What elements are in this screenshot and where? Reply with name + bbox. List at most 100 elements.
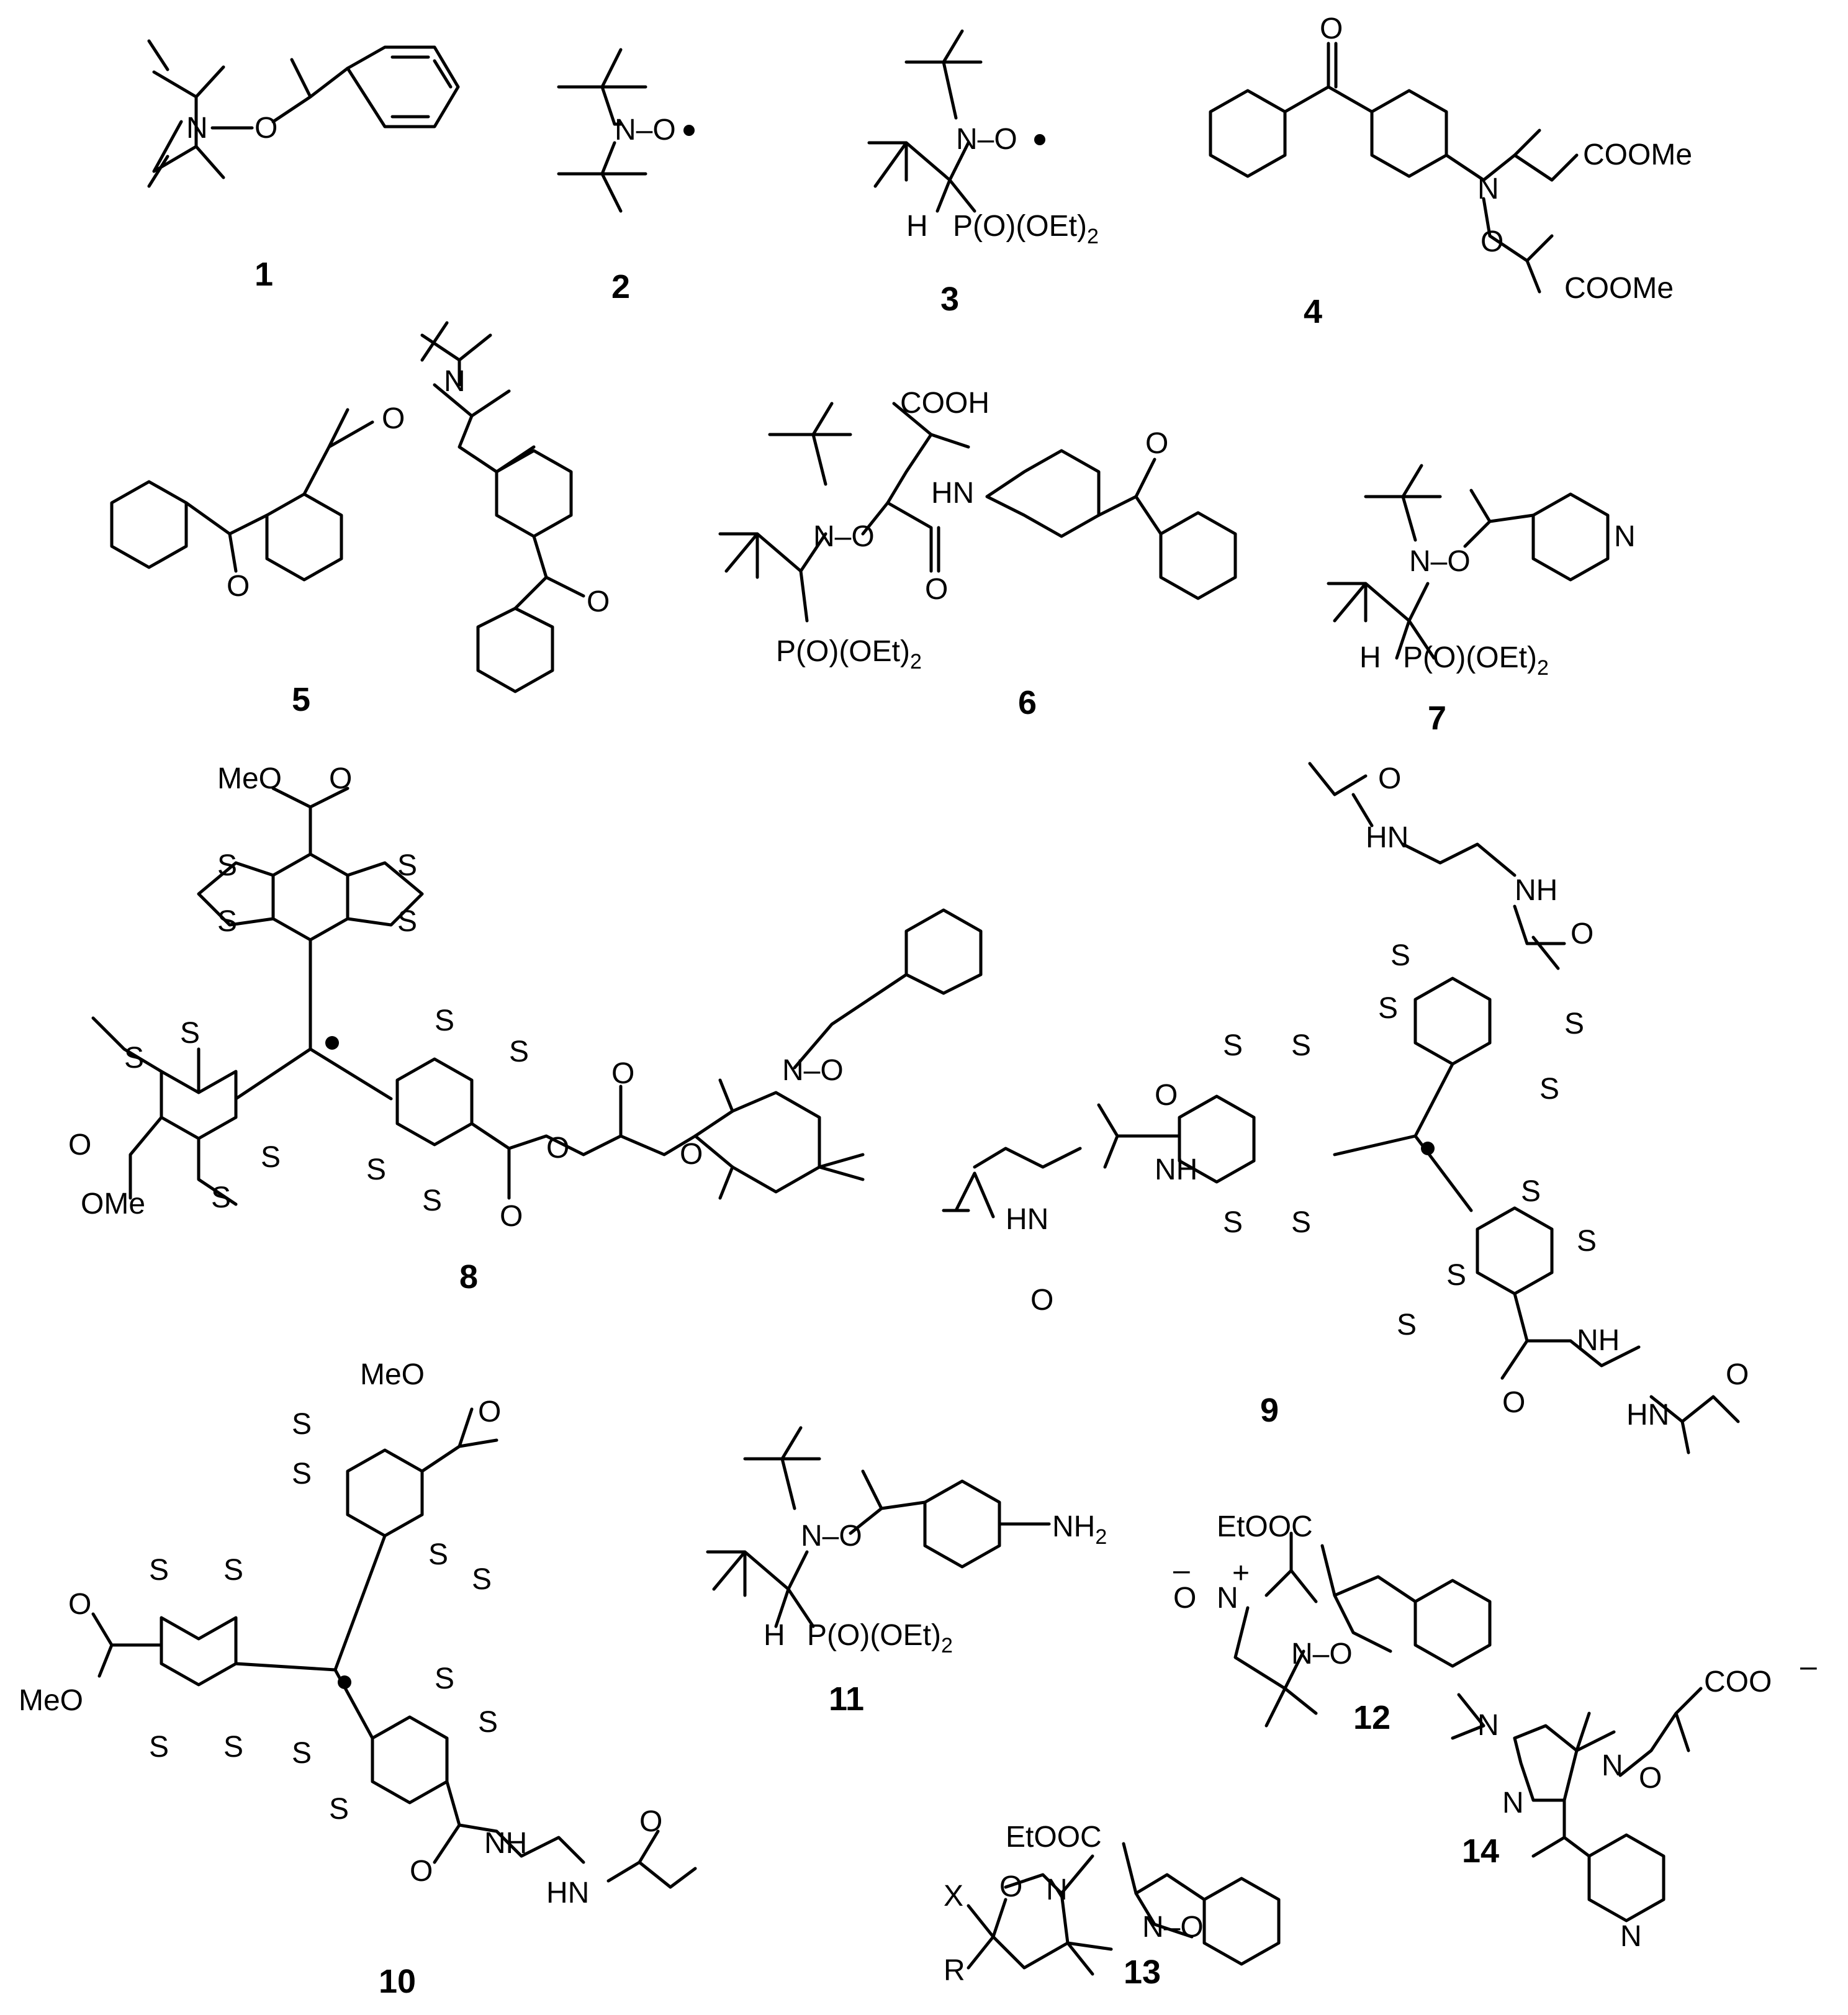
carbonyl-oxygen-label: O [611, 1057, 634, 1090]
sulfur-label: S [1223, 1029, 1243, 1062]
oxygen-label: O [255, 112, 277, 145]
oxygen-label: O [1481, 225, 1503, 258]
carbonyl-oxygen-label: O [1571, 917, 1593, 950]
compound-number: 10 [379, 1963, 416, 2000]
ring-nitrogen-label: N [1602, 1749, 1623, 1782]
compound-number: 8 [459, 1258, 478, 1296]
nitroxide-label: N–O [956, 123, 1017, 156]
alkoxyamine-label: N–O [801, 1520, 862, 1553]
ring-oxygen-label: O [999, 1870, 1022, 1903]
radical-dot-icon [1034, 134, 1045, 145]
carbonyl-oxygen-label: O [478, 1395, 501, 1428]
sulfur-label: S [366, 1153, 386, 1186]
amide-nh-label: HN [1626, 1399, 1669, 1431]
phosphonate-label: P(O)(OEt)2 [807, 1619, 953, 1657]
sulfur-label: S [1564, 1008, 1584, 1040]
sulfur-label: S [1378, 992, 1398, 1025]
carboxylate-label: COO [1704, 1666, 1772, 1698]
amide-nh-label: NH [484, 1827, 527, 1860]
negative-charge-label: – [1800, 1650, 1817, 1683]
carboxylic-acid-label: COOH [900, 387, 989, 420]
sulfur-label: S [1291, 1029, 1311, 1062]
carbonyl-oxygen-label: O [639, 1805, 662, 1838]
compound-number: 11 [829, 1680, 864, 1718]
radical-dot-icon [1421, 1142, 1435, 1155]
methyl-ester-label: MeO [360, 1358, 425, 1391]
compound-number: 3 [940, 281, 959, 318]
compound-number: 9 [1260, 1392, 1279, 1429]
hydrogen-label: H [1359, 641, 1381, 674]
amide-nh-label: HN [1366, 821, 1409, 854]
amide-oxygen-label: O [925, 573, 948, 606]
substituent-r-label: R [944, 1954, 965, 1987]
compound-5: O N O O 5 [110, 321, 610, 718]
negative-charge-label: – [1173, 1554, 1190, 1587]
methyl-ester-label: MeO [217, 762, 282, 795]
carbonyl-oxygen-label: O [1726, 1358, 1749, 1391]
sulfur-label: S [428, 1538, 448, 1571]
compound-11: N–O NH2 H P(O)(OEt)2 11 [706, 1426, 1107, 1718]
carbonyl-oxygen-label: O [68, 1129, 91, 1161]
compound-12: EtOOC N + O – N–O 12 [1173, 1510, 1492, 1736]
pyridine-nitrogen-label: N [1620, 1920, 1642, 1953]
compound-9: O HN NH O O NH HN O NH O HN O S S S S S … [942, 762, 1749, 1454]
carbonyl-oxygen-label: O [1378, 762, 1401, 795]
nitroxide-label: N–O [1409, 545, 1471, 578]
sulfur-label: S [1577, 1225, 1597, 1258]
sulfur-label: S [1539, 1073, 1559, 1106]
carbonyl-oxygen-label: O [1030, 1284, 1053, 1317]
sulfur-label: S [149, 1554, 169, 1587]
substituent-x-label: X [944, 1880, 963, 1913]
radical-dot-icon [325, 1036, 339, 1050]
pyridine-nitrogen-label: N [1614, 520, 1636, 553]
ester-label: COOMe [1583, 138, 1692, 171]
keto-oxygen-label: O [227, 570, 250, 603]
sulfur-label: S [1291, 1206, 1311, 1239]
compound-number: 5 [292, 681, 310, 718]
carbonyl-oxygen-label: O [68, 1588, 91, 1621]
compound-2: N–O 2 [557, 48, 695, 305]
sulfur-label: S [211, 1181, 231, 1214]
sulfur-label: S [435, 1004, 454, 1037]
sulfur-label: S [422, 1184, 442, 1217]
sulfur-label: S [261, 1141, 281, 1174]
compound-14: COO – N N N O N 14 [1451, 1650, 1817, 1953]
sulfur-label: S [478, 1706, 498, 1739]
sulfur-label: S [217, 905, 237, 938]
sulfur-label: S [149, 1731, 169, 1764]
radical-dot-icon [683, 125, 695, 136]
compound-number: 12 [1353, 1699, 1391, 1736]
alkoxyamine-label: N–O [1142, 1911, 1204, 1944]
sulfur-label: S [124, 1042, 144, 1075]
oxide-oxygen-label: O [1173, 1582, 1196, 1615]
nitrogen-label: N [444, 365, 466, 398]
compound-number: 1 [255, 256, 273, 293]
nitroxide-label: N–O [813, 520, 875, 553]
compound-number: 13 [1124, 1954, 1161, 1991]
alkoxyamine-label: N–O [1291, 1638, 1353, 1670]
phosphonate-label: P(O)(OEt)2 [953, 210, 1099, 248]
methyl-ester-label: OMe [81, 1188, 145, 1220]
sulfur-label: S [223, 1554, 243, 1587]
sulfur-label: S [217, 849, 237, 882]
dimethylamino-nitrogen-label: N [1477, 1709, 1499, 1742]
carbonyl-oxygen-label: O [1155, 1079, 1178, 1112]
sulfur-label: S [292, 1737, 312, 1770]
oxygen-label: O [382, 402, 405, 435]
sulfur-label: S [1397, 1309, 1417, 1341]
carbonyl-oxygen-label: O [410, 1855, 433, 1888]
phosphonate-label: P(O)(OEt)2 [776, 635, 922, 674]
compound-number: 14 [1462, 1832, 1499, 1870]
sulfur-label: S [435, 1662, 454, 1695]
sulfur-label: S [509, 1035, 529, 1068]
carbonyl-oxygen-label: O [329, 762, 352, 795]
ester-label: COOMe [1564, 272, 1674, 305]
compound-number: 6 [1018, 684, 1037, 721]
compound-number: 4 [1304, 293, 1322, 330]
amine-label: NH2 [1052, 1510, 1107, 1549]
alkoxyamine-label: N–O [782, 1054, 844, 1087]
ethyl-ester-label: EtOOC [1217, 1510, 1313, 1543]
sulfur-label: S [223, 1731, 243, 1764]
compound-number: 7 [1428, 700, 1446, 737]
sulfur-label: S [1223, 1206, 1243, 1239]
